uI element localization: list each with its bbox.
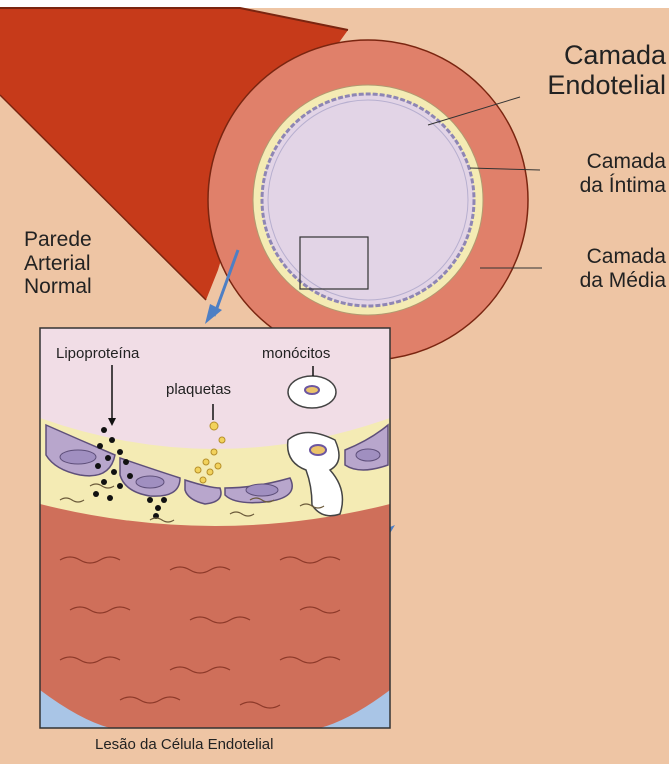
- nucleus-2: [136, 476, 164, 488]
- lipoprotein: [155, 505, 161, 511]
- monocyte-free-nucleus: [305, 386, 319, 394]
- label-plaquetas: plaquetas: [166, 382, 231, 399]
- lipoprotein: [123, 459, 129, 465]
- label-camada-endotelial-line2: Endotelial: [525, 70, 666, 100]
- label-parede-arterial-line3: Normal: [24, 275, 92, 299]
- lipoprotein: [111, 469, 117, 475]
- platelet: [219, 437, 225, 443]
- zoom-media-layer: [40, 498, 390, 728]
- platelet: [211, 449, 217, 455]
- lipoprotein: [93, 491, 99, 497]
- label-parede-arterial: Parede Arterial Normal: [24, 228, 92, 299]
- label-camada-intima-line2: da Íntima: [548, 174, 666, 198]
- lipoprotein: [117, 449, 123, 455]
- lipoprotein: [161, 497, 167, 503]
- label-camada-intima: Camada da Íntima: [548, 150, 666, 197]
- lipoprotein: [95, 463, 101, 469]
- lipoprotein: [101, 479, 107, 485]
- platelet: [195, 467, 201, 473]
- platelet: [200, 477, 206, 483]
- lipoprotein: [107, 495, 113, 501]
- lipoprotein: [105, 455, 111, 461]
- platelet: [215, 463, 221, 469]
- top-white-margin: [0, 0, 669, 8]
- lipoprotein: [127, 473, 133, 479]
- monocyte-migrating-nucleus: [310, 445, 326, 455]
- label-camada-media-line1: Camada: [548, 245, 666, 269]
- label-camada-endotelial-line1: Camada: [525, 40, 666, 70]
- label-monocitos: monócitos: [262, 346, 330, 363]
- lipoprotein: [109, 437, 115, 443]
- nucleus-3: [246, 484, 278, 496]
- label-camada-endotelial: Camada Endotelial: [525, 40, 666, 100]
- lipoprotein: [101, 427, 107, 433]
- label-camada-intima-line1: Camada: [548, 150, 666, 174]
- lipoprotein: [97, 443, 103, 449]
- label-lipoproteina: Lipoproteína: [56, 346, 139, 363]
- lipoprotein: [117, 483, 123, 489]
- label-parede-arterial-line1: Parede: [24, 228, 92, 252]
- nucleus-1: [60, 450, 96, 464]
- label-camada-media-line2: da Média: [548, 269, 666, 293]
- label-parede-arterial-line2: Arterial: [24, 252, 92, 276]
- platelet: [210, 422, 218, 430]
- nucleus-4: [356, 449, 380, 461]
- platelet: [207, 469, 213, 475]
- lipoprotein: [147, 497, 153, 503]
- label-camada-media: Camada da Média: [548, 245, 666, 292]
- platelet: [203, 459, 209, 465]
- caption: Lesão da Célula Endotelial: [95, 737, 273, 754]
